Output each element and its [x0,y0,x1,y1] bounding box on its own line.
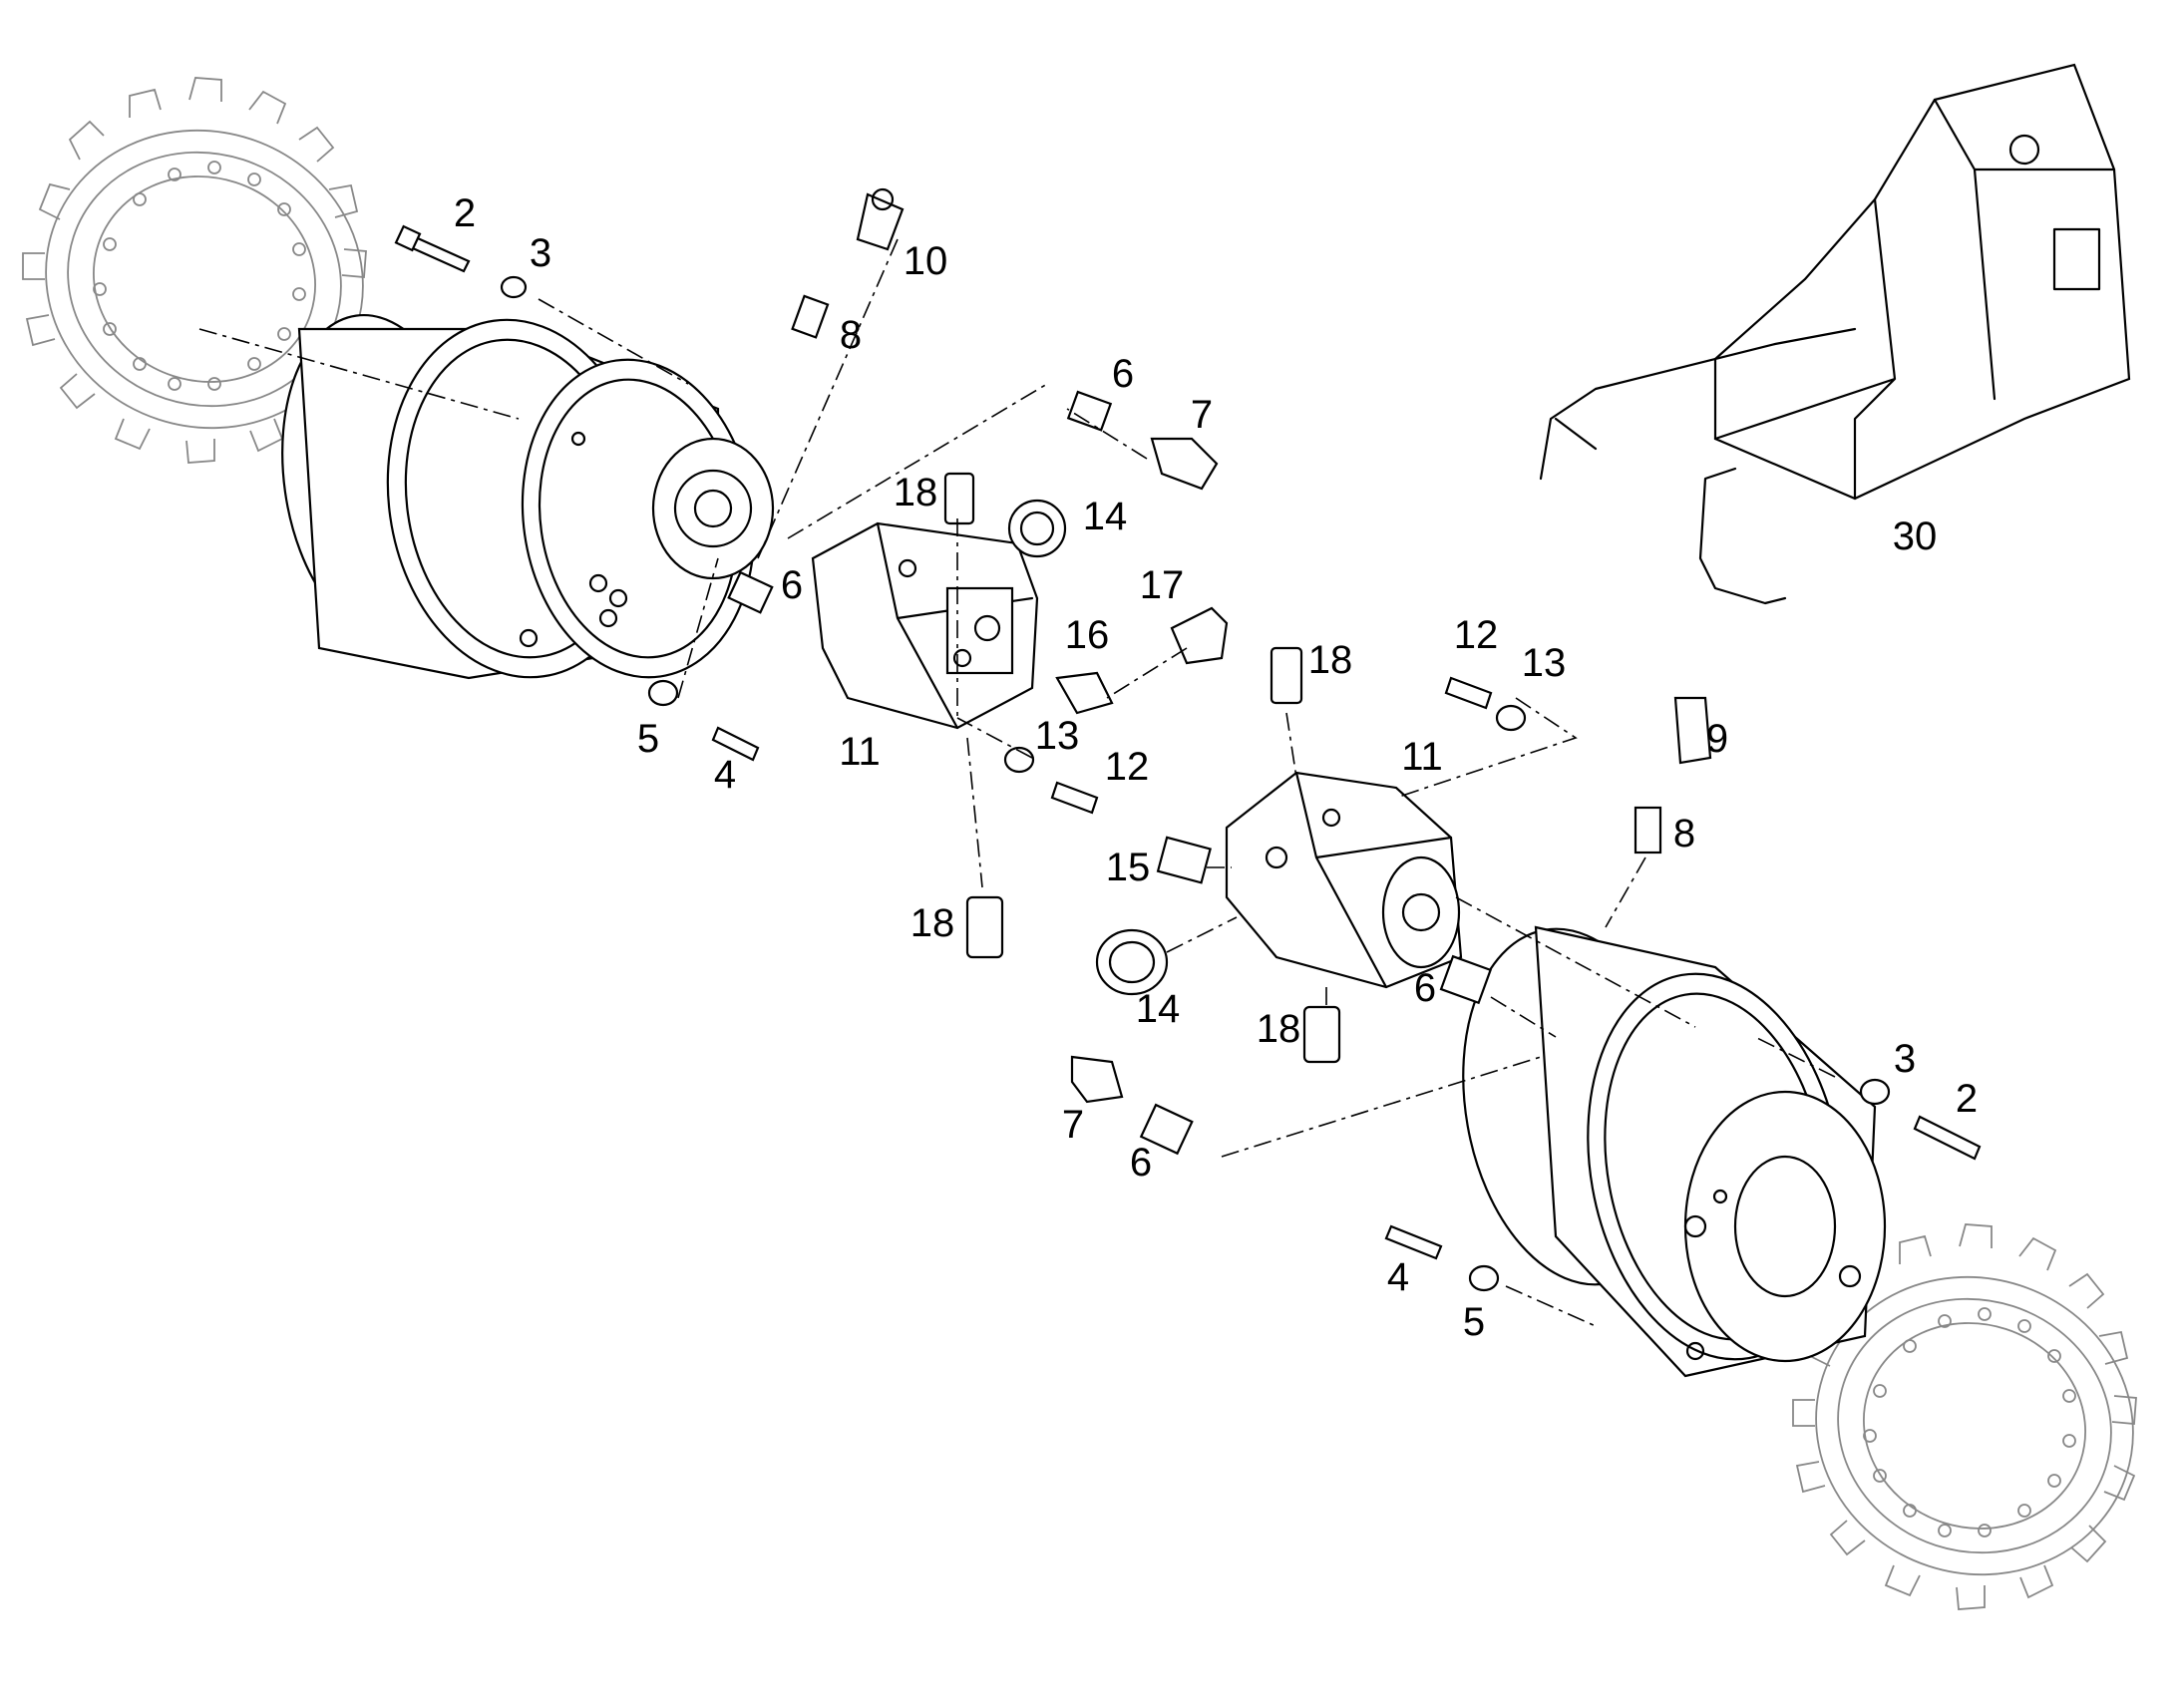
callout-6: 6 [1129,1141,1153,1185]
callout-5: 5 [1462,1300,1486,1344]
callout-11: 11 [839,730,881,774]
right-hydraulic-motor [1225,771,1463,989]
callout-30: 30 [1892,514,1938,558]
callout-16: 16 [1064,613,1110,657]
small-parts [394,187,1982,1292]
callout-18: 18 [909,901,955,945]
callout-13: 13 [1034,714,1080,758]
callout-10: 10 [903,239,948,283]
callout-7: 7 [1190,393,1214,437]
assembly-lines [198,238,1836,1327]
callout-13: 13 [1521,641,1567,685]
callout-3: 3 [1893,1037,1917,1081]
callout-9: 9 [1705,717,1729,761]
callout-4: 4 [1386,1255,1410,1299]
right-sprocket [1792,1223,2137,1610]
callout-15: 15 [1105,846,1151,889]
callout-2: 2 [453,191,477,235]
callout-6: 6 [780,563,804,607]
callout-4: 4 [713,753,737,797]
callout-12: 12 [1104,745,1150,789]
left-hydraulic-motor [811,521,1039,730]
callout-14: 14 [1135,987,1181,1031]
callout-12: 12 [1453,613,1499,657]
callout-6: 6 [1111,352,1135,396]
callout-3: 3 [529,231,552,275]
callout-6: 6 [1413,966,1437,1010]
callout-18: 18 [1256,1007,1301,1051]
callout-18: 18 [893,471,938,514]
callout-8: 8 [1672,812,1696,855]
left-sprocket [22,77,367,464]
frame-assembly [1539,63,2131,605]
left-final-drive [281,313,775,680]
callout-5: 5 [636,717,660,761]
callout-17: 17 [1139,563,1185,607]
callout-7: 7 [1061,1103,1085,1147]
callout-18: 18 [1307,638,1353,682]
callout-8: 8 [839,313,863,357]
callout-14: 14 [1082,495,1128,538]
right-final-drive [1462,925,1887,1378]
callout-11: 11 [1401,735,1443,779]
callout-2: 2 [1955,1077,1979,1121]
